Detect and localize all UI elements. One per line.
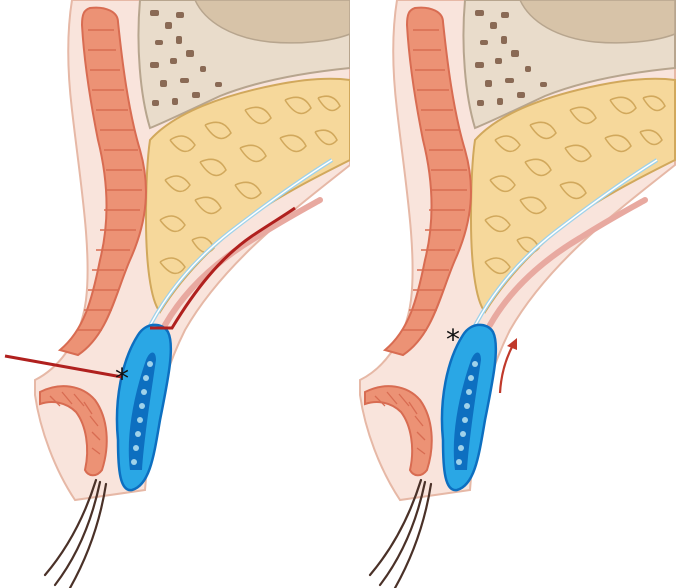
asterisk-marker: * — [115, 362, 129, 395]
panel-left: * — [5, 0, 350, 588]
panel-right: * — [360, 0, 675, 588]
asterisk-marker: * — [446, 323, 460, 356]
panel-divider — [350, 0, 354, 588]
advancement-arrow — [500, 345, 513, 393]
